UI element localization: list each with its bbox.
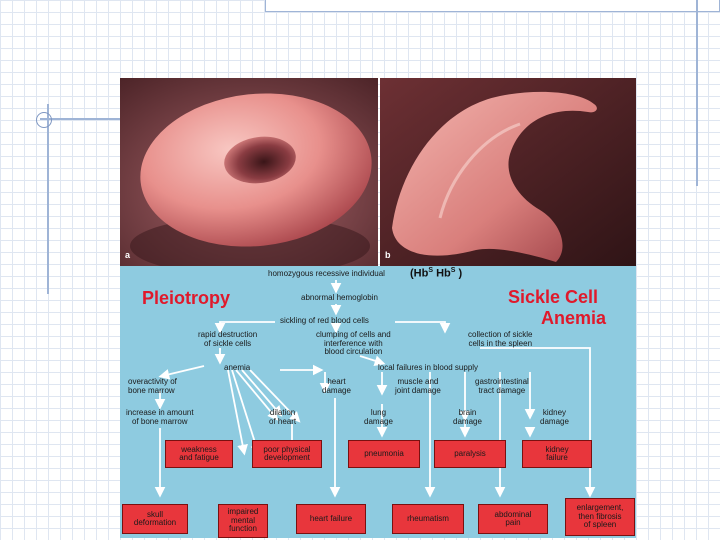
node-anemia: anemia xyxy=(224,363,251,372)
slide-vertical-line xyxy=(47,104,49,294)
flowchart-arrows xyxy=(154,280,596,498)
pleiotropy-flowchart: Pleiotropy Sickle Cell Anemia homozygous… xyxy=(120,266,636,538)
sickle-cell-photo: b xyxy=(380,78,636,266)
photo-label-a: a xyxy=(125,250,131,260)
box-heart-failure: heart failure xyxy=(296,504,366,534)
node-local-failures: local failures in blood supply xyxy=(378,363,479,372)
box-rheumatism: rheumatism xyxy=(392,504,464,534)
box-pneumonia: pneumonia xyxy=(348,440,420,468)
node-homozygous: homozygous recessive individual xyxy=(268,269,385,278)
slide-top-bar xyxy=(265,0,720,12)
slide-horizontal-line xyxy=(40,118,130,120)
box-paralysis: paralysis xyxy=(434,440,506,468)
sickle-cell-figure: a b xyxy=(120,78,636,538)
pleiotropy-title: Pleiotropy xyxy=(142,288,231,308)
slide-right-line xyxy=(696,0,698,186)
sickle-cell-title-line1: Sickle Cell xyxy=(508,287,599,307)
genotype-label: (HbS HbS ) xyxy=(410,267,463,280)
photo-label-b: b xyxy=(385,250,391,260)
normal-red-blood-cell-photo: a xyxy=(120,78,378,266)
node-abnormal-hemoglobin: abnormal hemoglobin xyxy=(301,293,378,302)
slide-circle-ornament xyxy=(36,112,52,128)
node-sickling: sickling of red blood cells xyxy=(280,316,369,325)
sickle-cell-title-line2: Anemia xyxy=(541,308,607,328)
